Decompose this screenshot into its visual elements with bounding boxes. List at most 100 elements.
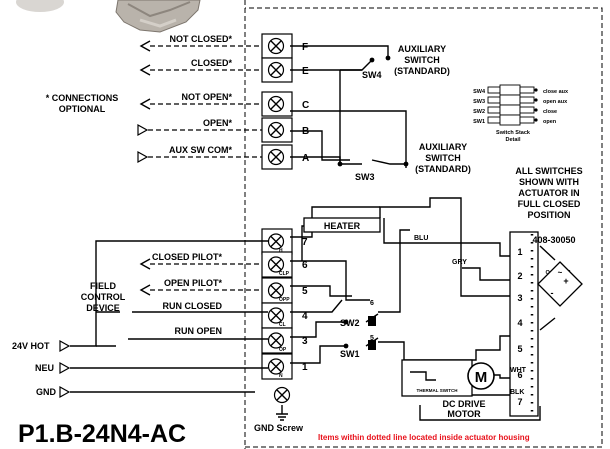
switch-contact [337,161,343,167]
switch-stack-title: Detail [506,137,521,143]
aux-signal-label: AUX SW COM* [169,145,232,155]
all-switches-note: ALL SWITCHES [515,166,582,176]
switch-stack-sw: SW3 [473,99,485,105]
wire-color-gry: GRY [452,259,467,266]
aux-terminal-id: C [302,100,309,111]
board-pin-label: 7 [517,397,522,407]
sw3-label: SW3 [355,172,375,182]
aux-signal-label: NOT OPEN* [181,92,232,102]
switch-stack-func: close aux [543,89,569,95]
power-terminal-num: 3 [302,336,308,347]
aux-switch-top-label: AUXILIARY [398,44,446,54]
terminal-sub-label: OP [279,347,287,353]
switch-stack-sw: SW4 [473,89,486,95]
switch-stack-func: close [543,109,557,115]
title: P1.B-24N4-AC [18,420,187,448]
control-board [509,231,539,417]
svg-text:HEATER: HEATER [324,221,361,231]
power-signal-label: RUN OPEN [174,326,222,336]
board-pin-label: 4 [517,318,522,328]
output-arrow [139,98,151,110]
rectifier-minus: - [551,288,554,298]
power-terminal-num: 7 [302,237,308,248]
sw1-label: SW1 [340,349,360,359]
all-switches-note: ACTUATOR IN [518,188,579,198]
board-pin-label: 1 [517,247,522,257]
aux-switch-bottom-label: (STANDARD) [415,164,471,174]
heater: HEATER [303,217,381,233]
sw2-label: SW2 [340,318,360,328]
field-control-label: CONTROL [81,292,126,302]
switch-stack-sw: SW2 [473,109,485,115]
power-terminal-4 [261,302,293,329]
field-control-label: DEVICE [86,303,120,313]
board-part-number: 408-30050 [532,235,575,245]
terminal-sub-label: CL [279,322,286,328]
all-switches-note: FULL CLOSED [518,199,581,209]
board-pin-label: 5 [517,344,522,354]
terminal-sub-label: CLP [279,271,290,277]
limit-switch-actuators [368,316,376,350]
switch-contact [343,319,349,325]
all-switches-note: POSITION [527,210,570,220]
terminal-sub-label: N [279,373,283,379]
input-arrow [137,123,149,137]
switch-contact [385,55,391,61]
supply-line-label: NEU [35,363,54,373]
footer-note: Items within dotted line located inside … [318,433,530,442]
connections-note: OPTIONAL [59,104,106,114]
power-terminal-num: 1 [302,362,308,373]
board-pin-label: 3 [517,293,522,303]
field-control-label: FIELD [90,281,116,291]
aux-terminal-id: A [302,153,309,164]
gnd-screw-label: GND Screw [254,423,304,433]
all-switches-note: SHOWN WITH [519,177,579,187]
aux-signal-label: NOT CLOSED* [169,34,232,44]
output-arrow [139,64,151,76]
wire-color-wht: WHT [510,367,527,374]
aux-terminal-id: F [302,42,308,53]
contact-6-label: 6 [370,300,374,307]
aux-signal-label: OPEN* [203,118,233,128]
power-terminal-5 [261,277,293,304]
sw4-label: SW4 [362,70,382,80]
gnd-screw-terminal [268,385,296,405]
aux-switch-bottom-label: AUXILIARY [419,142,467,152]
wire-color-blu: BLU [414,235,428,242]
aux-switch-top-label: SWITCH [404,55,440,65]
power-terminal-num: 5 [302,286,308,297]
thermal-switch-label: THERMAL SWITCH [417,388,458,393]
output-arrow [139,40,151,52]
aux-signal-label: CLOSED* [191,58,233,68]
bridge-rectifier [537,261,583,307]
dc-drive-motor: M THERMAL SWITCH [401,359,495,397]
aux-terminal-b [261,117,293,143]
aux-switch-top-label: (STANDARD) [394,66,450,76]
input-arrow [137,150,149,164]
output-arrow [139,284,151,296]
switch-contact [403,161,409,167]
output-arrow [139,258,151,270]
connections-note: * CONNECTIONS [46,93,119,103]
power-signal-label: CLOSED PILOT* [152,252,223,262]
terminal-sub-label: OPP [279,297,290,303]
aux-terminal-a [261,144,293,170]
switch-contact [343,343,349,349]
wire-color-blk: BLK [510,389,524,396]
rectifier-plus: + [563,276,568,286]
board-pin-label: 2 [517,271,522,281]
supply-arrow [59,385,71,399]
board-pin-label: 6 [517,370,522,380]
motor-symbol: M [475,369,488,386]
power-terminal-num: 4 [302,311,308,322]
housing-border [244,0,603,449]
supply-arrow [59,361,71,375]
supply-arrow [59,339,71,353]
power-terminal-3 [261,327,293,354]
motor-label: DC DRIVE [442,399,485,409]
supply-line-label: GND [36,387,57,397]
switch-stack-func: open [543,119,557,125]
